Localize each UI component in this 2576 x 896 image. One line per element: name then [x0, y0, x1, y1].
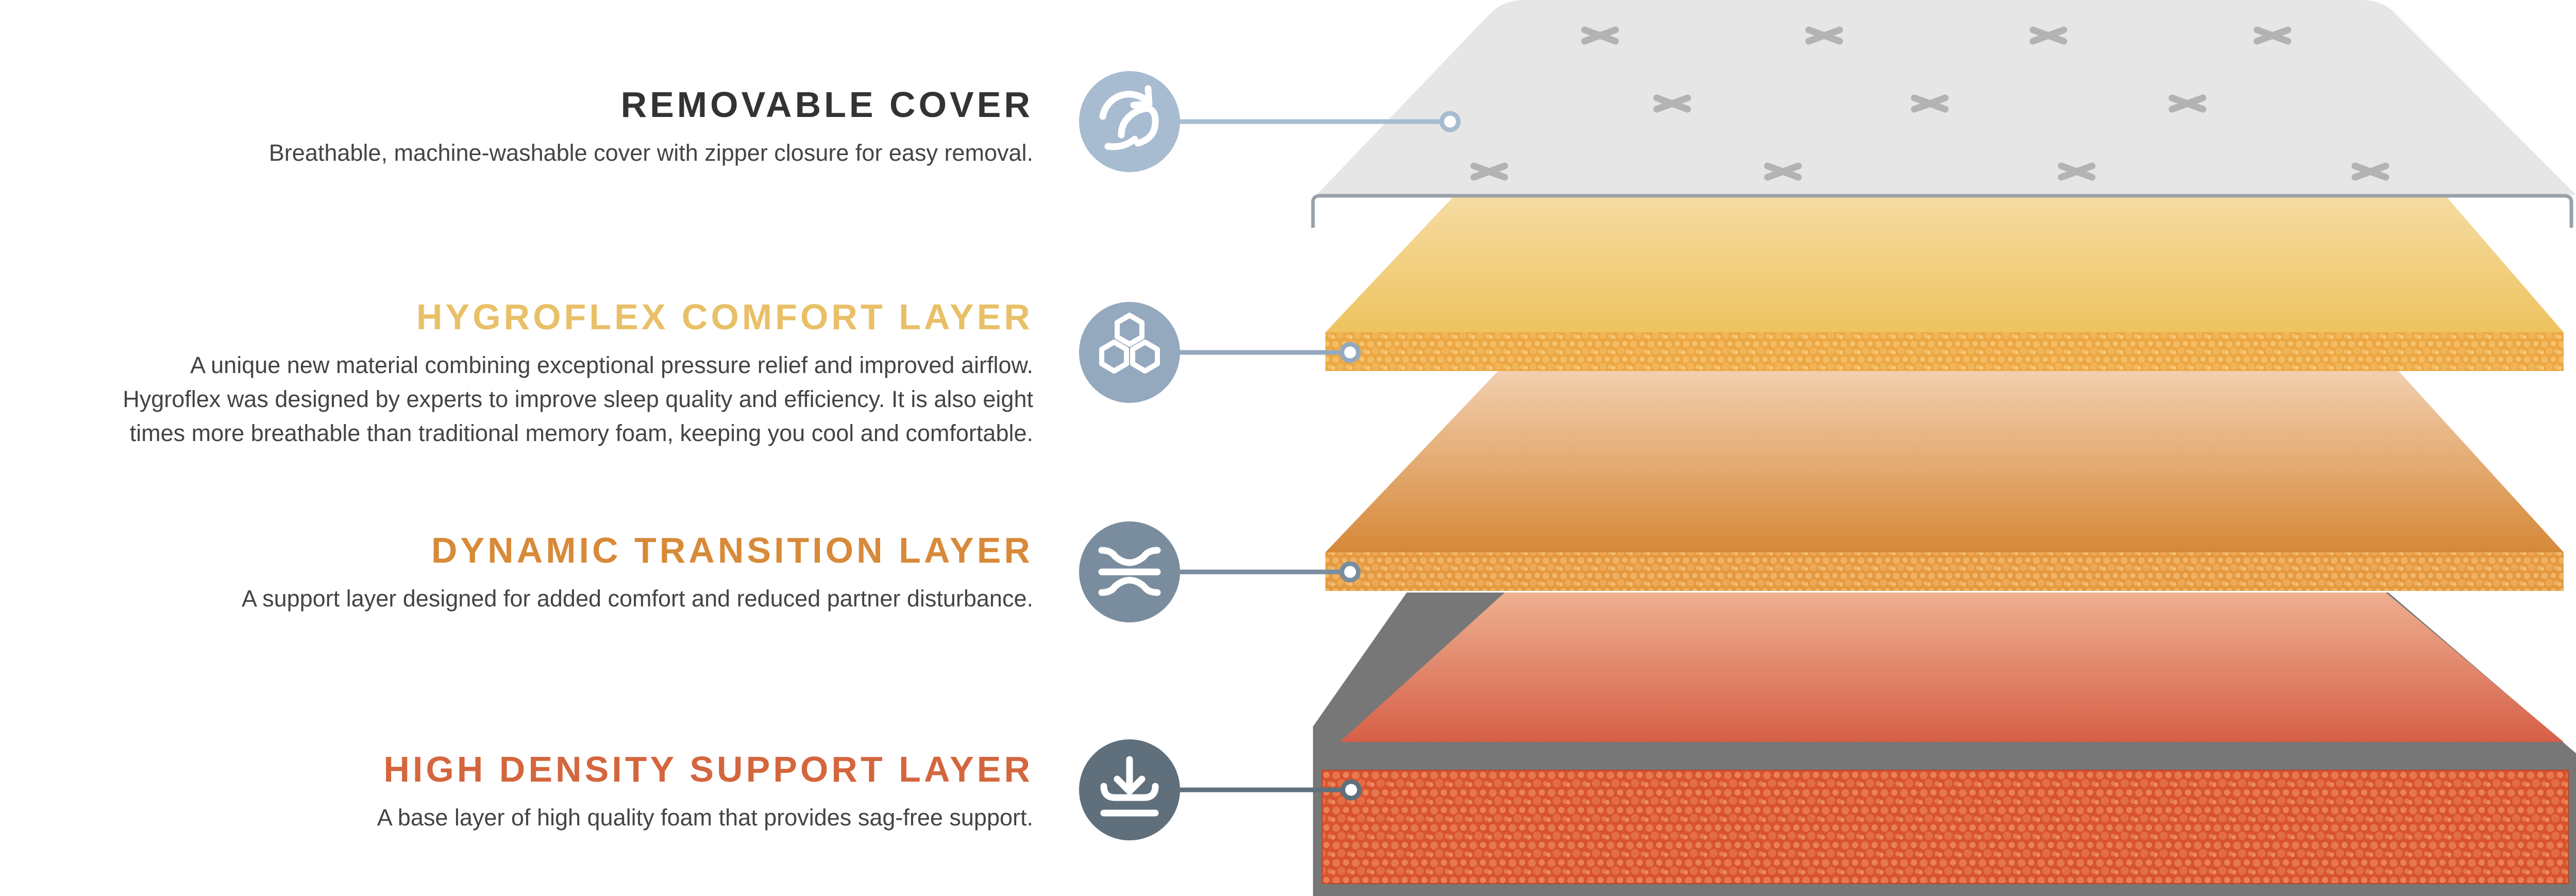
- connector-dot: [1339, 561, 1361, 583]
- connector-dot: [1339, 342, 1361, 363]
- comfort-desc-line: A unique new material combining exceptio…: [190, 352, 1033, 378]
- transition-top-face: [1325, 368, 2564, 552]
- hexagon-cells-icon: [1099, 313, 1160, 374]
- cover-title: REMOVABLE COVER: [620, 84, 1033, 125]
- transition-foam-side: [1325, 552, 2564, 591]
- support-foam-side: [1322, 770, 2568, 884]
- transition-text: DYNAMIC TRANSITION LAYER A support layer…: [242, 532, 1033, 616]
- connector-dot: [1439, 111, 1461, 132]
- washable-cover-icon: [1099, 85, 1159, 150]
- wave-layers-icon: [1098, 547, 1161, 596]
- comfort-text: HYGROFLEX COMFORT LAYER A unique new mat…: [123, 299, 1033, 450]
- comfort-top-face: [1325, 196, 2564, 332]
- cover-badge: [1079, 71, 1180, 172]
- connector-dot: [1340, 779, 1362, 801]
- transition-description: A support layer designed for added comfo…: [242, 582, 1033, 616]
- transition-badge: [1079, 521, 1180, 622]
- comfort-badge: [1079, 302, 1180, 403]
- comfort-description: A unique new material combining exceptio…: [123, 348, 1033, 450]
- cover-text: REMOVABLE COVER Breathable, machine-wash…: [269, 87, 1033, 170]
- comfort-foam-side: [1325, 332, 2564, 371]
- support-description: A base layer of high quality foam that p…: [377, 801, 1033, 835]
- cover-rim: [1311, 194, 2573, 228]
- cover-layer-graphic: [1311, 0, 2576, 228]
- transition-desc-line: A support layer designed for added comfo…: [242, 585, 1033, 612]
- cover-stitches: [1470, 26, 2389, 181]
- cover-description: Breathable, machine-washable cover with …: [269, 136, 1033, 170]
- transition-title: DYNAMIC TRANSITION LAYER: [431, 530, 1033, 570]
- support-inner-edge: [1322, 770, 2569, 884]
- comfort-title: HYGROFLEX COMFORT LAYER: [416, 297, 1033, 337]
- comfort-layer-graphic: [1325, 196, 2564, 371]
- download-tray-icon: [1100, 756, 1159, 817]
- support-text: HIGH DENSITY SUPPORT LAYER A base layer …: [377, 751, 1033, 835]
- connector-lines: [1180, 111, 1461, 801]
- support-layer-graphic: [1313, 593, 2576, 896]
- comfort-desc-line: Hygroflex was designed by experts to imp…: [123, 386, 1033, 412]
- comfort-desc-line: times more breathable than traditional m…: [129, 420, 1033, 446]
- support-title: HIGH DENSITY SUPPORT LAYER: [383, 749, 1033, 789]
- transition-layer-graphic: [1325, 368, 2564, 591]
- support-top-face: [1340, 593, 2564, 742]
- support-badge: [1079, 739, 1180, 840]
- cover-desc-line: Breathable, machine-washable cover with …: [268, 140, 1033, 166]
- support-desc-line: A base layer of high quality foam that p…: [377, 804, 1033, 831]
